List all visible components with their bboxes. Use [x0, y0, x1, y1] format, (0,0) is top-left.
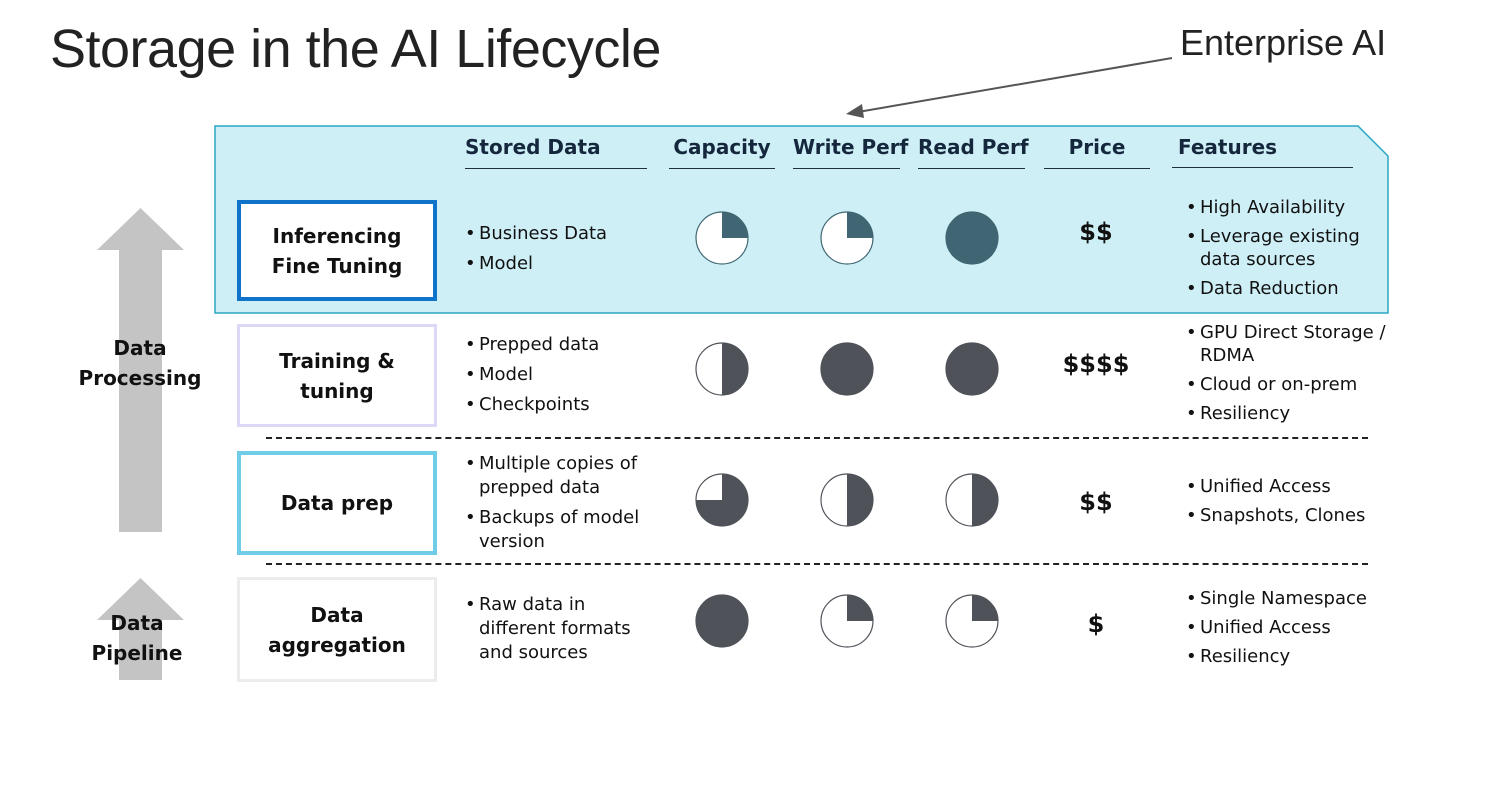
list-item: Business Data: [465, 222, 607, 246]
page-title: Storage in the AI Lifecycle: [50, 19, 661, 79]
data-processing-arrow: [97, 208, 184, 532]
stored-data-list: Multiple copies of prepped data Backups …: [465, 452, 650, 560]
write-perf-pie-icon: [820, 473, 874, 527]
list-item: Model: [465, 252, 607, 276]
capacity-pie-icon: [695, 473, 749, 527]
write-perf-pie-icon: [820, 211, 874, 265]
read-perf-pie-icon: [945, 594, 999, 648]
header-capacity: Capacity: [669, 134, 775, 169]
list-item: Data Reduction: [1186, 277, 1386, 300]
header-stored-data: Stored Data: [465, 134, 647, 169]
features-list: Single Namespace Unified Access Resilien…: [1186, 587, 1386, 674]
data-processing-label: Data Processing: [78, 336, 202, 390]
header-features: Features: [1172, 134, 1353, 168]
header-read-perf: Read Perf: [918, 134, 1029, 169]
pie-fill: [847, 595, 873, 621]
list-item: Leverage existing data sources: [1186, 225, 1386, 271]
pie-fill: [946, 212, 998, 264]
stage-training-tuning: Training & tuning: [237, 324, 437, 427]
stored-data-list: Prepped data Model Checkpoints: [465, 333, 599, 423]
capacity-pie-icon: [695, 594, 749, 648]
row-divider: [266, 563, 1368, 565]
pie-fill: [847, 474, 873, 526]
list-item: Backups of model version: [465, 506, 650, 554]
features-list: Unified Access Snapshots, Clones: [1186, 475, 1386, 533]
pie-fill: [696, 474, 748, 526]
list-item: Cloud or on-prem: [1186, 373, 1386, 396]
list-item: Single Namespace: [1186, 587, 1386, 610]
stored-data-list: Business Data Model: [465, 222, 607, 282]
stage-label: Data prep: [280, 491, 394, 515]
pie-fill: [722, 343, 748, 395]
pie-fill: [972, 474, 998, 526]
stage-label: Data aggregation: [268, 602, 406, 657]
pie-fill: [972, 595, 998, 621]
pie-fill: [696, 595, 748, 647]
row-divider: [266, 437, 1368, 439]
header-write-perf: Write Perf: [793, 134, 908, 169]
list-item: Model: [465, 363, 599, 387]
stage-data-prep: Data prep: [237, 451, 437, 555]
list-item: Raw data in different formats and source…: [465, 593, 650, 665]
pie-fill: [847, 212, 873, 238]
list-item: Prepped data: [465, 333, 599, 357]
pie-fill: [722, 212, 748, 238]
enterprise-ai-callout: Enterprise AI: [1180, 22, 1387, 63]
list-item: Unified Access: [1186, 475, 1386, 498]
stored-data-list: Raw data in different formats and source…: [465, 593, 650, 671]
list-item: High Availability: [1186, 196, 1386, 219]
features-list: High Availability Leverage existing data…: [1186, 196, 1386, 306]
list-item: Resiliency: [1186, 645, 1386, 668]
price-value: $$: [1079, 488, 1113, 516]
stage-label: Inferencing Fine Tuning: [271, 223, 403, 278]
price-value: $: [1087, 610, 1105, 638]
list-item: Multiple copies of prepped data: [465, 452, 650, 500]
read-perf-pie-icon: [945, 211, 999, 265]
stage-label: Training & tuning: [279, 348, 395, 403]
stage-inferencing-fine-tuning: Inferencing Fine Tuning: [237, 200, 437, 301]
pie-fill: [821, 343, 873, 395]
list-item: GPU Direct Storage / RDMA: [1186, 321, 1386, 367]
read-perf-pie-icon: [945, 342, 999, 396]
list-item: Checkpoints: [465, 393, 599, 417]
write-perf-pie-icon: [820, 342, 874, 396]
stage-data-aggregation: Data aggregation: [237, 577, 437, 682]
callout-arrow-head: [846, 104, 864, 118]
features-list: GPU Direct Storage / RDMA Cloud or on-pr…: [1186, 321, 1386, 431]
list-item: Snapshots, Clones: [1186, 504, 1386, 527]
data-pipeline-label: Data Pipeline: [91, 611, 183, 665]
read-perf-pie-icon: [945, 473, 999, 527]
capacity-pie-icon: [695, 342, 749, 396]
data-pipeline-arrow: [97, 578, 184, 680]
list-item: Unified Access: [1186, 616, 1386, 639]
price-value: $$: [1079, 218, 1113, 246]
header-price: Price: [1044, 134, 1150, 169]
pie-fill: [946, 343, 998, 395]
callout-arrow-line: [857, 57, 1173, 113]
price-value: $$$$: [1062, 350, 1130, 378]
write-perf-pie-icon: [820, 594, 874, 648]
list-item: Resiliency: [1186, 402, 1386, 425]
capacity-pie-icon: [695, 211, 749, 265]
